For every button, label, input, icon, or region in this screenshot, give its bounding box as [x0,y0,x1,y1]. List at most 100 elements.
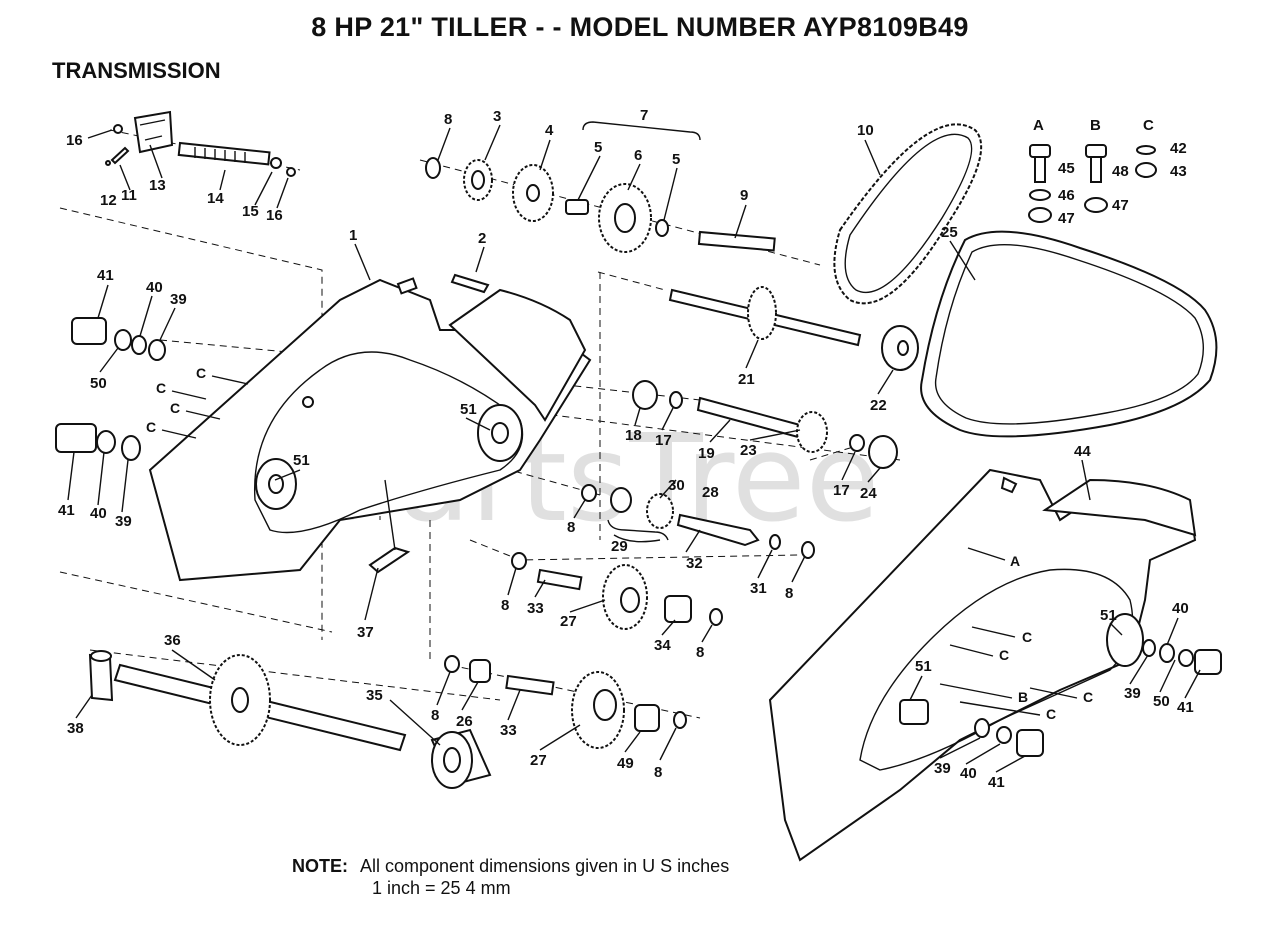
callout-label: 39 [170,291,187,308]
callout-label: C [156,380,166,396]
callout-label: C [1022,629,1032,645]
callout-label: 31 [750,580,767,597]
callout-label: 35 [366,687,383,704]
callout-label: 5 [672,151,680,168]
callout-label: 4 [545,122,554,139]
axle-group [88,650,492,789]
callout-label: C [1083,689,1093,705]
callout-label: 11 [121,187,137,204]
callout-label: 50 [1153,693,1170,710]
callout-label: 15 [242,203,259,220]
callout-label: 22 [870,397,887,414]
callout-label: 33 [500,722,517,739]
callout-label: C [1046,706,1056,722]
callout-label: 16 [266,207,283,224]
callout-label: 6 [634,147,642,164]
callout-label: 41 [97,267,114,284]
callout-label: 33 [527,600,544,617]
callout-label: 36 [164,632,181,649]
callout-label: 17 [833,482,850,499]
callout-label: 51 [1100,607,1117,624]
drive-chain [833,123,983,305]
callout-label: 47 [1058,210,1075,227]
callout-label: 39 [115,513,132,530]
callout-label: 44 [1074,443,1091,460]
callout-label: 40 [90,505,107,522]
callout-label: 47 [1112,197,1129,214]
callout-label: C [170,400,180,416]
callout-label: 8 [696,644,704,661]
callout-label: 27 [530,752,547,769]
callout-label: 24 [860,485,877,502]
callout-label: B [1018,689,1028,705]
callout-label: 8 [567,519,575,536]
callout-label: 7 [640,107,648,124]
callout-label: 19 [698,445,715,462]
callout-label: B [1090,117,1101,134]
callout-label: 28 [702,484,719,501]
callout-label: 40 [1172,600,1189,617]
callout-label: 1 [349,227,357,244]
callout-label: 51 [293,452,310,469]
callout-label: 51 [915,658,932,675]
callout-label: 3 [493,108,501,125]
callout-label: 39 [934,760,951,777]
callout-label: 8 [431,707,439,724]
callout-label: 34 [654,637,671,654]
callout-label: 13 [149,177,166,194]
callout-label: 41 [1177,699,1194,716]
section-title: TRANSMISSION [52,58,221,83]
note-line-2: 1 inch = 25 4 mm [372,878,511,898]
hardware-kits: A B C 45 46 47 48 47 42 43 [1028,117,1187,227]
callout-label: C [1143,117,1154,134]
callout-label: 43 [1170,163,1187,180]
callout-label: 8 [501,597,509,614]
inner-shafts [632,286,919,469]
callout-label: 12 [100,192,117,209]
callout-label: 8 [654,764,662,781]
callout-label: 23 [740,442,757,459]
callout-label: 8 [444,111,452,128]
callout-label: 41 [988,774,1005,791]
bottom-gears [444,655,687,749]
callout-label: 30 [668,477,685,494]
callout-label: 18 [625,427,642,444]
callout-label: 8 [785,585,793,602]
callout-label: A [1033,117,1044,134]
callout-label: 2 [478,230,486,247]
top-gear-group [425,121,776,253]
callout-label: 27 [560,613,577,630]
callout-label: 49 [617,755,634,772]
callout-labels: 16 11 13 12 14 15 16 8 3 4 7 5 6 5 9 10 … [58,107,1194,791]
page-title: 8 HP 21" TILLER - - MODEL NUMBER AYP8109… [311,12,969,42]
callout-label: 38 [67,720,84,737]
callout-label: 42 [1170,140,1187,157]
callout-label: A [1010,553,1020,569]
callout-label: 25 [941,224,958,241]
callout-label: 9 [740,187,748,204]
left-bushings [55,317,166,461]
callout-label: C [146,419,156,435]
shift-shaft-group [105,110,296,177]
callout-label: C [196,365,206,381]
callout-label: 29 [611,538,628,555]
callout-label: 50 [90,375,107,392]
callout-label: 46 [1058,187,1075,204]
dimension-note: NOTE:All component dimensions given in U… [292,855,729,899]
leader-lines [67,124,1201,773]
callout-label: 16 [66,132,83,149]
callout-label: 21 [738,371,755,388]
left-housing [148,273,592,582]
callout-label: 37 [357,624,374,641]
lower-gears [368,479,723,630]
callout-label: 51 [460,401,477,418]
middle-gears [581,484,815,559]
callout-label: 14 [207,190,224,207]
callout-label: 41 [58,502,75,519]
callout-label: 10 [857,122,874,139]
right-housing [768,468,1222,862]
callout-label: 39 [1124,685,1141,702]
callout-label: 17 [655,432,672,449]
callout-label: 45 [1058,160,1075,177]
